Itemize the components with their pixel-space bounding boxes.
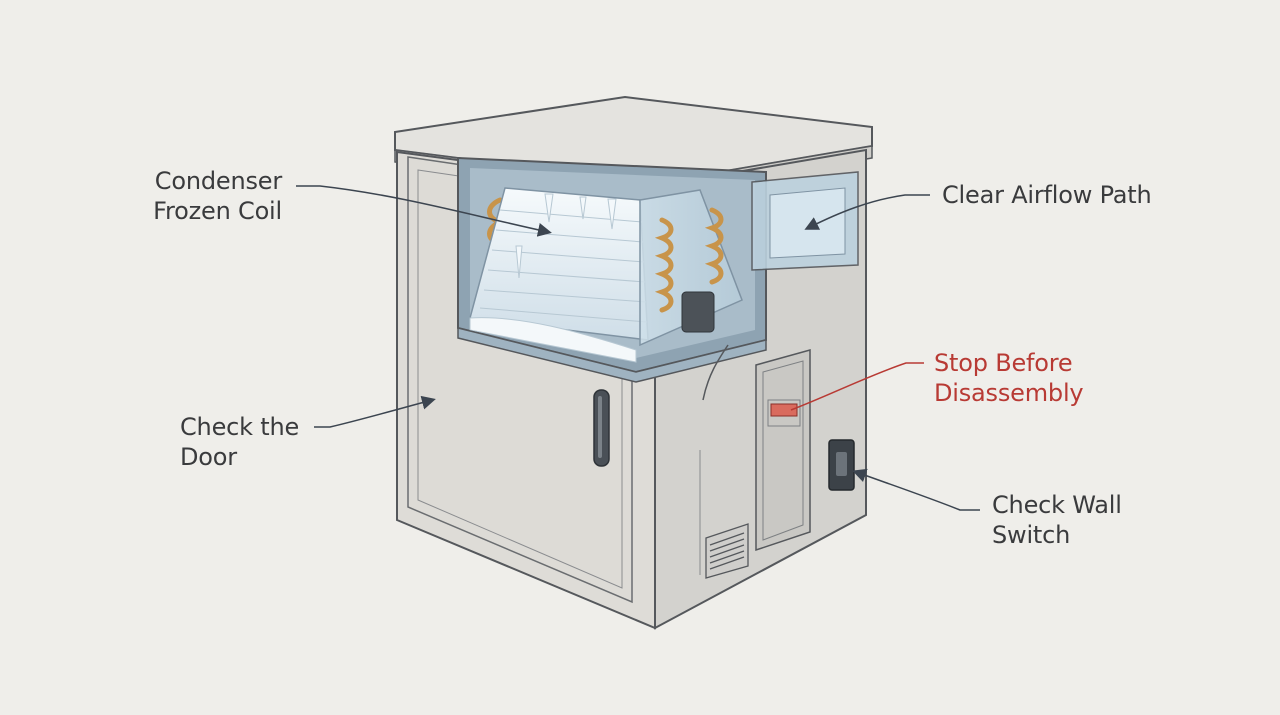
callout-airflow-line1: Clear Airflow Path bbox=[942, 181, 1152, 209]
warning-label-plate bbox=[767, 399, 801, 427]
callout-check-wall-switch: Check Wall Switch bbox=[992, 490, 1142, 550]
leader-door bbox=[314, 395, 436, 428]
copper-tubes-right bbox=[654, 217, 674, 313]
compressor bbox=[681, 291, 715, 333]
callout-door-line2: Door bbox=[180, 443, 237, 471]
vent-grille bbox=[705, 523, 749, 579]
callout-condenser-frozen-coil: Condenser Frozen Coil bbox=[126, 166, 282, 226]
airflow-duct-inner bbox=[769, 187, 846, 259]
warning-label bbox=[770, 403, 798, 417]
callout-stop-line1: Stop Before bbox=[934, 349, 1073, 377]
window-sill bbox=[457, 327, 767, 383]
callout-check-the-door: Check the Door bbox=[180, 412, 320, 472]
leader-wall-switch bbox=[852, 468, 980, 511]
callout-clear-airflow-path: Clear Airflow Path bbox=[942, 180, 1182, 210]
leader-condenser bbox=[296, 185, 552, 237]
door-handle-shine bbox=[598, 396, 602, 458]
callout-wall-switch-line2: Switch bbox=[992, 521, 1071, 549]
icicles bbox=[515, 193, 617, 279]
callout-wall-switch-line1: Check Wall bbox=[992, 491, 1122, 519]
access-panel bbox=[755, 349, 811, 552]
callout-condenser-line1: Condenser bbox=[154, 167, 282, 195]
ice-pile bbox=[469, 317, 637, 363]
coil-fins bbox=[479, 209, 648, 323]
callout-stop-before-disassembly: Stop Before Disassembly bbox=[934, 348, 1114, 408]
copper-tubes-right-2 bbox=[704, 207, 724, 285]
wall-switch-toggle bbox=[836, 452, 847, 476]
leader-airflow bbox=[804, 194, 930, 230]
leader-stop bbox=[790, 362, 924, 411]
callout-stop-line2: Disassembly bbox=[934, 379, 1084, 407]
callout-condenser-line2: Frozen Coil bbox=[153, 197, 282, 225]
callout-door-line1: Check the bbox=[180, 413, 300, 441]
access-panel-inner bbox=[762, 360, 804, 541]
panel-seam bbox=[702, 344, 729, 401]
